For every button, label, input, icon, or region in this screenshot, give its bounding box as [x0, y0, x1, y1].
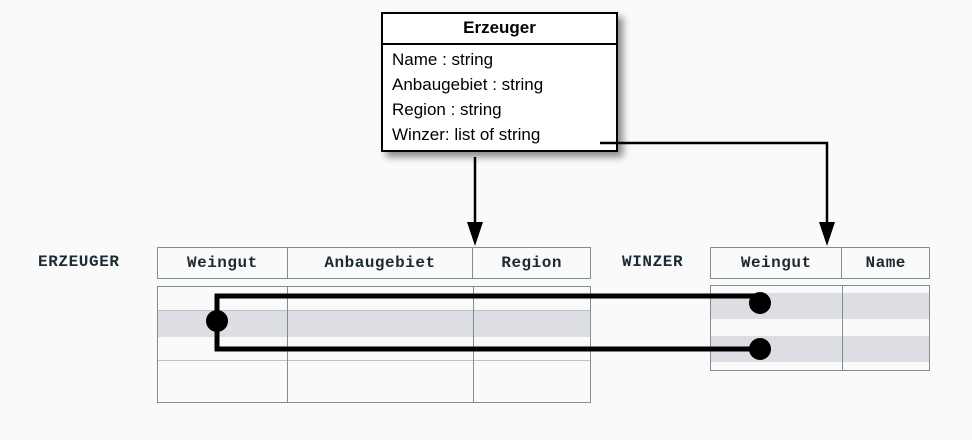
table-row-highlighted: [711, 293, 929, 319]
column-header-anbaugebiet: Anbaugebiet: [288, 248, 474, 278]
column-header-weingut: Weingut: [711, 248, 843, 278]
uml-class-box-erzeuger: Erzeuger Name : string Anbaugebiet : str…: [381, 12, 618, 152]
column-divider: [287, 287, 288, 402]
uml-attribute: Name : string: [392, 50, 494, 69]
table-label-erzeuger: ERZEUGER: [38, 253, 120, 271]
erzeuger-mapping-arrow: [467, 157, 483, 246]
uml-attribute-list: Name : string Anbaugebiet : string Regio…: [383, 45, 616, 150]
column-divider: [473, 287, 474, 402]
winzer-mapping-arrow: [600, 141, 835, 246]
table-header-erzeuger: Weingut Anbaugebiet Region: [157, 247, 591, 279]
table-row-highlighted: [711, 336, 929, 362]
uml-class-name: Erzeuger: [383, 14, 616, 45]
table-body-erzeuger: [157, 286, 591, 403]
column-header-weingut: Weingut: [158, 248, 288, 278]
column-header-name: Name: [865, 254, 906, 272]
uml-attribute: Region : string: [392, 100, 502, 119]
table-label-winzer: WINZER: [622, 253, 684, 271]
table-row: [711, 362, 929, 370]
table-body-winzer: [710, 285, 930, 371]
table-row: [158, 287, 590, 311]
table-header-winzer: Weingut Name: [710, 247, 930, 279]
column-divider: [842, 286, 843, 370]
column-header-region: Region: [501, 254, 562, 272]
table-row: [711, 286, 929, 293]
uml-attribute-winzer-list: Winzer: list of string: [392, 125, 541, 144]
table-row: [158, 361, 590, 402]
table-row: [711, 319, 929, 336]
uml-attribute: Anbaugebiet : string: [392, 75, 544, 94]
table-row-highlighted: [158, 311, 590, 337]
table-row: [158, 337, 590, 361]
